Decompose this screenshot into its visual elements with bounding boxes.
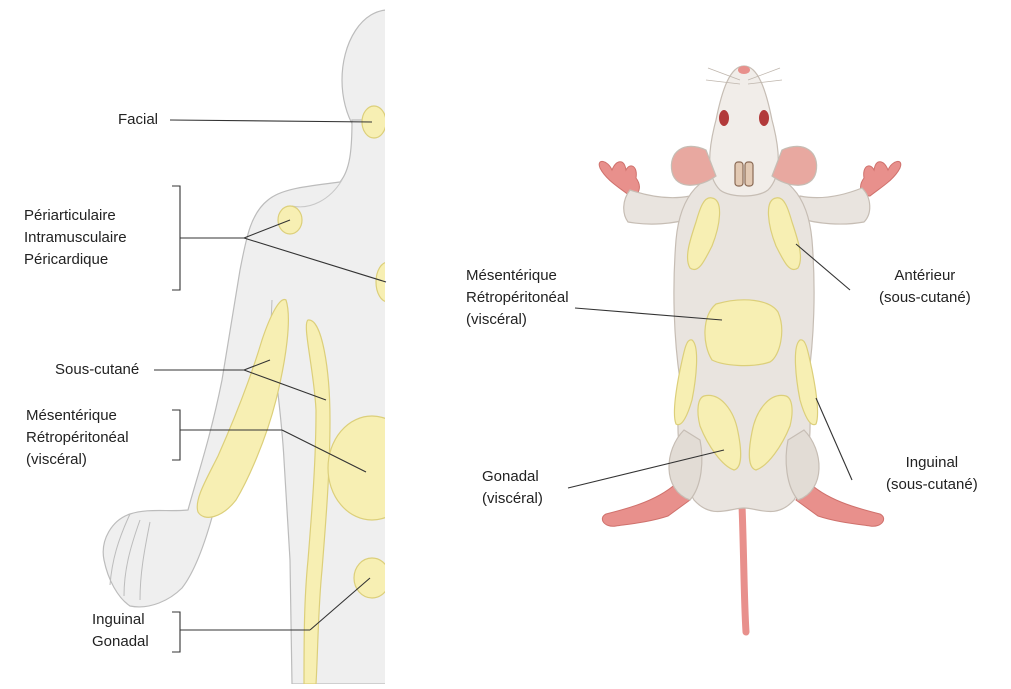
label-mouse-inguinal: Inguinal [886, 452, 978, 474]
label-mouse-inguinal-sub: (sous-cutané) [886, 474, 978, 496]
label-intramusculaire: Intramusculaire [24, 227, 127, 249]
label-mouse-group-anterieur: Antérieur (sous-cutané) [879, 265, 971, 309]
label-retroperitoneal: Rétropéritonéal [26, 427, 129, 449]
label-anterieur: Antérieur [879, 265, 971, 287]
label-human-group-visceral: Mésentérique Rétropéritonéal (viscéral) [26, 405, 129, 471]
label-facial: Facial [118, 109, 158, 131]
label-mouse-visceral: (viscéral) [466, 309, 569, 331]
visceral-fat-depot [328, 416, 416, 520]
label-gonadal: Gonadal [92, 631, 149, 653]
label-mouse-gonadal-sub: (viscéral) [482, 488, 543, 510]
label-anterieur-sub: (sous-cutané) [879, 287, 971, 309]
label-inguinal: Inguinal [92, 609, 149, 631]
inguinal-fat-depot [354, 558, 390, 598]
pericardial-fat-depot [376, 262, 400, 302]
label-mouse-group-inguinal: Inguinal (sous-cutané) [886, 452, 978, 496]
label-mouse-mesenterique: Mésentérique [466, 265, 569, 287]
label-human-group-inguinal-gonadal: Inguinal Gonadal [92, 609, 149, 653]
label-mouse-gonadal: Gonadal [482, 466, 543, 488]
label-mouse-group-visceral: Mésentérique Rétropéritonéal (viscéral) [466, 265, 569, 331]
label-mesenterique: Mésentérique [26, 405, 129, 427]
label-human-group-joint-muscle-heart: Périarticulaire Intramusculaire Péricard… [24, 205, 127, 271]
label-mouse-group-gonadal: Gonadal (viscéral) [482, 466, 543, 510]
label-periarticulaire: Périarticulaire [24, 205, 127, 227]
label-pericardique: Péricardique [24, 249, 127, 271]
label-sous-cutane: Sous-cutané [55, 359, 139, 381]
mouse-visceral-fat-depot [705, 300, 782, 366]
label-visceral: (viscéral) [26, 449, 129, 471]
label-mouse-retroperitoneal: Rétropéritonéal [466, 287, 569, 309]
mouse-figure [599, 66, 901, 632]
